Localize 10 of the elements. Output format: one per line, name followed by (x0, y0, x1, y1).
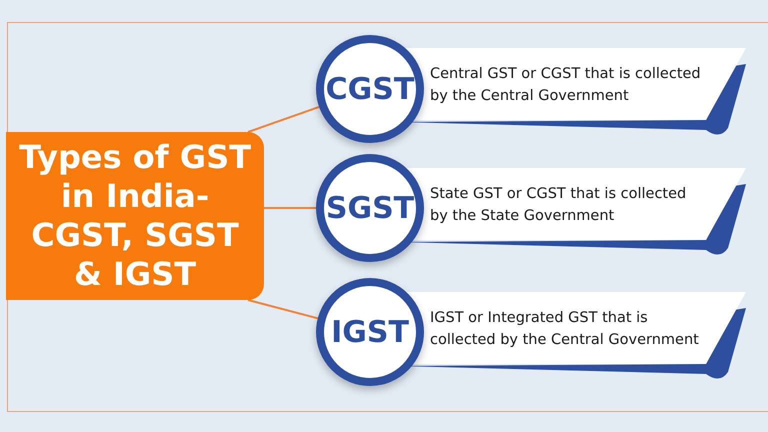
tax-circle: IGST (316, 278, 424, 386)
description-text: State GST or CGST that is collected by the State Government (430, 185, 688, 226)
connector-line (248, 106, 320, 133)
connector-line (248, 299, 318, 320)
tax-circle: SGST (316, 154, 424, 262)
description-text: IGST or Integrated GST that is collected by the Central Government (430, 309, 700, 350)
connector-line (264, 207, 316, 209)
title-box: Types of GST in India- CGST, SGST & IGST (6, 132, 264, 300)
description-text: Central GST or CGST that is collected by the Central Government (430, 65, 702, 106)
tax-circle: CGST (316, 35, 424, 143)
